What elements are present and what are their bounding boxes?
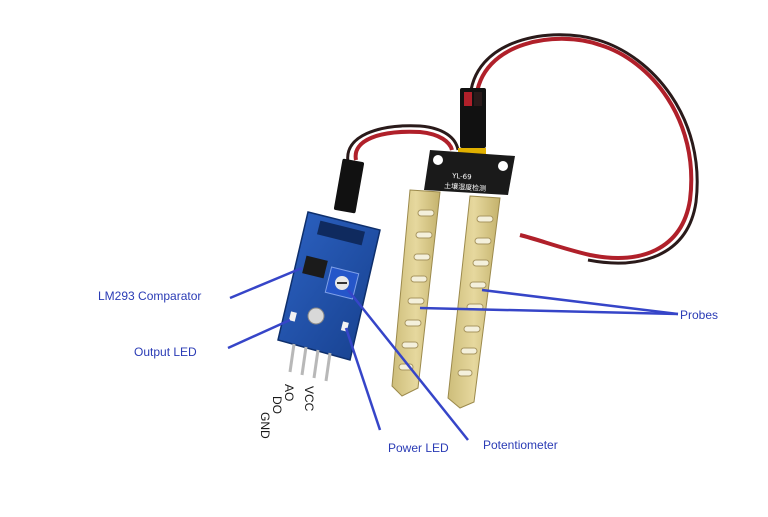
leader-lines bbox=[227, 266, 679, 441]
leader-power-led bbox=[344, 327, 382, 431]
wire-cable bbox=[346, 33, 699, 265]
pin-label-gnd: GND bbox=[258, 412, 272, 439]
label-lm293-comparator: LM293 Comparator bbox=[98, 289, 202, 303]
leader-potentiometer bbox=[347, 289, 469, 441]
probe-chinese-text: 土壤湿度检测 bbox=[444, 181, 487, 193]
leader-comparator bbox=[229, 266, 303, 300]
pin-label-ao: AO bbox=[282, 384, 296, 402]
label-probes: Probes bbox=[680, 308, 719, 322]
label-output-led: Output LED bbox=[134, 345, 197, 359]
label-power-led: Power LED bbox=[388, 441, 449, 455]
module-connector bbox=[333, 158, 365, 214]
pin-label-vcc: VCC bbox=[302, 386, 316, 412]
comparator-module bbox=[277, 211, 381, 382]
label-potentiometer: Potentiometer bbox=[483, 438, 558, 452]
probe-model-text: YL-69 bbox=[451, 172, 472, 181]
probe-connector bbox=[458, 88, 486, 160]
leader-probes-left bbox=[419, 306, 679, 316]
leader-output-led bbox=[227, 318, 291, 350]
leader-probes-right bbox=[481, 288, 679, 316]
probe-fork bbox=[391, 150, 515, 409]
